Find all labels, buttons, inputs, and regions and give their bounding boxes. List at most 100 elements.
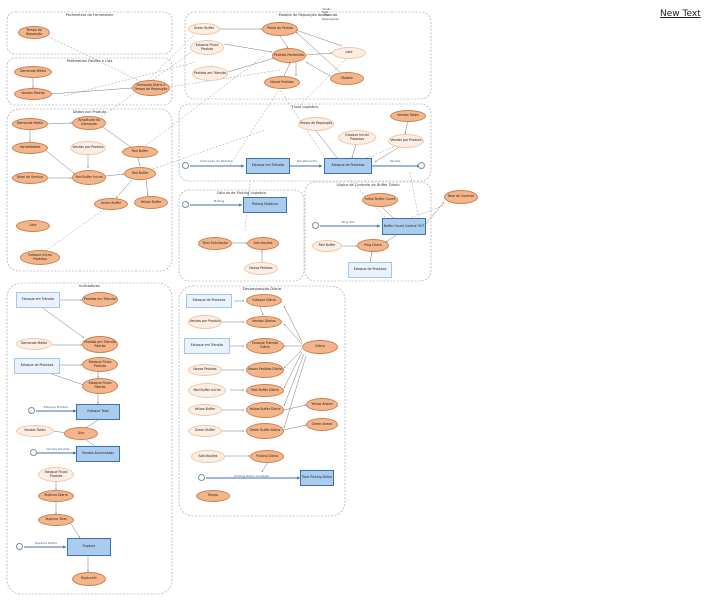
variable-demanda-media[interactable]: Demanda Média bbox=[12, 118, 48, 130]
stock-total-picking-diario[interactable]: Total Picking Diário bbox=[300, 470, 334, 486]
variable-estoque-diario[interactable]: Estoque Diário bbox=[246, 294, 282, 307]
group-fluxo-logistico bbox=[178, 103, 432, 182]
shadow-estoque-inicial-produtos[interactable]: Estoque Inicial Produtos bbox=[338, 130, 376, 145]
shadow-yellow-buffer[interactable]: Yellow Buffer bbox=[188, 404, 222, 416]
variable-vendas-padrao[interactable]: Vendas Padrão bbox=[14, 88, 52, 100]
variable-ruptura-total[interactable]: Ruptura Total bbox=[38, 514, 74, 526]
shadow-vendas-totais[interactable]: Vendas Totais bbox=[16, 425, 54, 437]
variable-variabilidade[interactable]: Variabilidade bbox=[12, 142, 48, 154]
variable-initial-buffer-count[interactable]: Initial Buffer Count bbox=[362, 193, 398, 207]
variable-amplitude-demanda[interactable]: Amplitude da Demanda bbox=[72, 116, 106, 130]
variable-green-buffer-diario[interactable]: Green Buffer Diário bbox=[246, 423, 284, 439]
flow-vendas[interactable]: Vendas bbox=[389, 159, 401, 163]
variable-tempo[interactable]: Tempo bbox=[196, 490, 230, 502]
stock-ruptura[interactable]: Ruptura bbox=[67, 538, 111, 556]
variable-green-buffer[interactable]: Green Buffer bbox=[94, 198, 128, 210]
shadow-demanda-media[interactable]: Demanda Média bbox=[16, 338, 52, 350]
variable-nivel-servico[interactable]: Nível de Serviço bbox=[12, 172, 48, 184]
flow-ruptura-diaria[interactable]: Ruptura Diária bbox=[35, 541, 57, 545]
flow-estoque-produto[interactable]: Estoque Produto bbox=[43, 405, 69, 409]
variable-demanda-media[interactable]: Demanda Média bbox=[14, 66, 52, 78]
variable-red-buffer-inicial[interactable]: Red Buffer Inicial bbox=[72, 170, 106, 185]
flow-vendas-produto[interactable]: Vendas Produto bbox=[46, 447, 70, 451]
link-line bbox=[39, 204, 111, 256]
variable-pedidos-pendentes[interactable]: Pedidos Pendentes bbox=[272, 48, 306, 63]
variable-estoque-fisico-produto[interactable]: Estoque Físico Produto bbox=[82, 357, 118, 372]
stock-estoque-em-transito[interactable]: Estoque em Trânsito bbox=[246, 158, 290, 174]
flow-pipes bbox=[24, 164, 421, 549]
stock-buffer-count-control-out[interactable]: Buffer Count Control OUT bbox=[382, 218, 426, 235]
variable-lote[interactable]: Lote bbox=[16, 220, 50, 232]
variable-vendas-diarias[interactable]: Vendas Diárias bbox=[246, 316, 282, 328]
shadow-estoque-fisico-produto[interactable]: Estoque Físico Produto bbox=[38, 467, 74, 482]
variable-yellow-ahead[interactable]: Yellow Ahead bbox=[306, 398, 338, 411]
arrow bbox=[283, 323, 303, 345]
variable-red-buffer-diario[interactable]: Red Buffer Diário bbox=[246, 384, 284, 397]
arrow bbox=[404, 119, 409, 135]
variable-demanda-diaria-tempo-reposicao[interactable]: Demanda Diária e Tempo de Reposição bbox=[132, 80, 170, 96]
stock-vendas-acumuladas[interactable]: Vendas Acumuladas bbox=[76, 446, 120, 462]
shadow-green-buffer[interactable]: Green Buffer bbox=[188, 23, 220, 35]
shadow-red-buffer-inicial[interactable]: Red Buffer Inicial bbox=[188, 383, 226, 398]
stock-estoque-total[interactable]: Estoque Total bbox=[76, 404, 120, 420]
shadow-vendas-por-produto[interactable]: Vendas por Produto bbox=[388, 134, 424, 148]
variable-ruptura-diaria[interactable]: Ruptura Diária bbox=[38, 490, 74, 502]
stock-estoque-de-produtos[interactable]: Estoque de Produtos bbox=[324, 158, 372, 174]
variable-pedidos-em-transito-padrao[interactable]: Pedidos em Trânsito Padrão bbox=[82, 336, 118, 353]
shadow-tempo-reposicao[interactable]: Tempo de Reposição bbox=[298, 117, 334, 131]
variable-giro[interactable]: Giro bbox=[64, 427, 98, 440]
shadow-stock-estoque-de-produtos[interactable]: Estoque de Produtos bbox=[348, 262, 392, 278]
variable-yellow-buffer[interactable]: Yellow Buffer bbox=[134, 196, 168, 209]
variable-total-solicitacao[interactable]: Total Solicitação bbox=[198, 237, 232, 250]
variable-tempo-reposicao[interactable]: Tempo de Reposição bbox=[18, 26, 50, 39]
flow-picking[interactable]: Picking bbox=[213, 199, 225, 203]
shadow-lote[interactable]: Lote bbox=[332, 47, 366, 59]
variable-novos-pedidos[interactable]: Novos Pedidos bbox=[264, 76, 300, 89]
shadow-novos-pedidos[interactable]: Novos Pedidos bbox=[244, 262, 278, 275]
flow-source-cloud bbox=[182, 162, 189, 169]
variable-yellow-buffer-diario[interactable]: Yellow Buffer Diário bbox=[246, 402, 284, 418]
variable-red-buffer[interactable]: Red Buffer bbox=[122, 146, 158, 158]
variable-estoque-inicial-produtos[interactable]: Estoque Inicial Produtos bbox=[20, 250, 60, 265]
variable-red-buffer[interactable]: Red Buffer bbox=[124, 167, 156, 180]
group-parametros-padrao-loja bbox=[6, 57, 173, 106]
variable-green-ahead[interactable]: Green Ahead bbox=[306, 418, 338, 431]
variable-ponto-pedido[interactable]: Ponto de Pedido bbox=[262, 22, 298, 36]
variable-estoque-transito-diario[interactable]: Estoque Trânsito Diário bbox=[246, 338, 284, 354]
shadow-stock-estoque-em-transito[interactable]: Estoque em Trânsito bbox=[184, 338, 230, 354]
variable-vendas-totais[interactable]: Vendas Totais bbox=[390, 110, 426, 122]
group-decomposicao-diaria bbox=[178, 285, 346, 517]
shadow-green-buffer[interactable]: Green Buffer bbox=[188, 425, 222, 437]
variable-fase-controle[interactable]: Fase de Controle bbox=[444, 190, 478, 204]
group-title: Modelo de Reposição de Produto bbox=[278, 13, 338, 17]
shadow-estoque-fisico-produto[interactable]: Estoque Físico Produto bbox=[190, 40, 224, 55]
variable-novos-pedidos-diario[interactable]: Novos Pedidos Diário bbox=[246, 362, 284, 378]
variable-ping-check[interactable]: Ping Check bbox=[357, 239, 389, 252]
group-title: Fluxo Logístico bbox=[291, 105, 319, 109]
variable-picking-diario[interactable]: Picking Diário bbox=[250, 450, 284, 463]
variable-pedidos-em-transito[interactable]: Pedidos em Trânsito bbox=[82, 292, 118, 307]
arrow bbox=[115, 179, 133, 199]
variable-estoque-fisico-padrao[interactable]: Estoque Físico Padrão bbox=[82, 378, 118, 394]
shadow-pedidos-em-transito[interactable]: Pedidos em Trânsito bbox=[192, 66, 228, 81]
arrow bbox=[380, 205, 395, 220]
variable-diario[interactable]: Diário bbox=[302, 340, 338, 354]
shadow-stock-estoque-de-produtos[interactable]: Estoque de Produtos bbox=[14, 358, 60, 374]
variable-solicitacoes[interactable]: Solicitações bbox=[247, 237, 279, 250]
shadow-stock-estoque-em-transito[interactable]: Estoque em Trânsito bbox=[16, 292, 60, 308]
flow-colocacao-pedidos[interactable]: Colocação de Pedidos bbox=[199, 159, 233, 163]
link-line bbox=[279, 89, 331, 166]
variable-ruptura-percent[interactable]: Ruptura% bbox=[72, 572, 106, 586]
shadow-vendas-por-produto[interactable]: Vendas por Produto bbox=[70, 141, 106, 155]
flow-ping-out[interactable]: Ping Out bbox=[341, 220, 355, 224]
shadow-vendas-por-produto[interactable]: Vendas por Produto bbox=[188, 315, 222, 329]
flow-recebimento[interactable]: Recebimento bbox=[297, 159, 317, 163]
shadow-novos-pedidos[interactable]: Novos Pedidos bbox=[188, 364, 222, 376]
flow-picking-diario-contador[interactable]: Picking Diário Contador bbox=[234, 474, 270, 478]
variable-modelo[interactable]: Modelo bbox=[330, 72, 364, 85]
stock-picking-historico[interactable]: Picking Histórico bbox=[243, 197, 287, 213]
shadow-stock-estoque-de-produtos[interactable]: Estoque de Produtos bbox=[186, 294, 232, 308]
arrow bbox=[49, 87, 133, 95]
shadow-solicitacoes[interactable]: Solicitações bbox=[191, 450, 225, 463]
shadow-red-buffer[interactable]: Red Buffer bbox=[312, 240, 342, 252]
